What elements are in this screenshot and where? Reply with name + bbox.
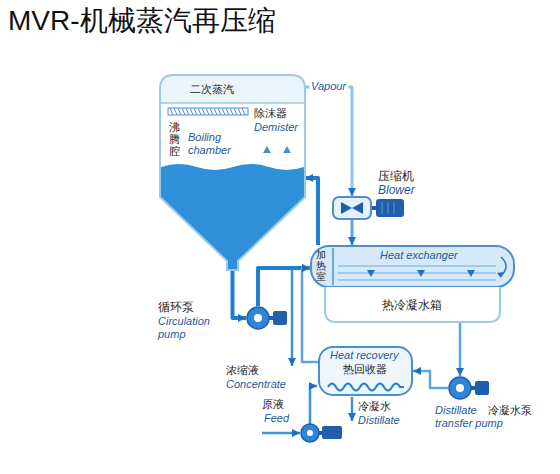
text-slot: 除沫器 bbox=[254, 107, 287, 120]
pipe-connector bbox=[233, 270, 247, 318]
shape-part bbox=[367, 270, 475, 277]
text-slot: 浓缩液 bbox=[226, 364, 259, 377]
text-slot: Distillate bbox=[358, 414, 400, 427]
text-slot: 热回收器 bbox=[343, 363, 387, 376]
node-shape bbox=[332, 196, 372, 220]
shape-part bbox=[382, 202, 394, 214]
pipe-connector bbox=[351, 220, 354, 245]
pump-eye bbox=[307, 430, 313, 436]
text-slot: 原液 bbox=[262, 398, 284, 411]
stream-label: Feed bbox=[264, 412, 289, 425]
shape-part bbox=[332, 248, 334, 285]
pipe-connector bbox=[459, 323, 462, 376]
pump-motor bbox=[322, 426, 342, 439]
shape-part bbox=[338, 266, 496, 280]
concentrate-pipe bbox=[291, 268, 294, 366]
part-label: Heat exchanger bbox=[380, 249, 458, 262]
node-shape bbox=[448, 376, 472, 400]
text-slot: 加热室 bbox=[316, 249, 326, 282]
text-slot: Circulation pump bbox=[158, 315, 228, 341]
shape-part bbox=[311, 246, 514, 287]
shape-part bbox=[341, 202, 363, 214]
shape-part bbox=[449, 377, 471, 399]
shape-part bbox=[497, 272, 503, 278]
heat-recovery-exchanger: Heat recovery热回收器 bbox=[318, 346, 413, 396]
distillate-pipe bbox=[351, 397, 354, 421]
blower: 压缩机Blower bbox=[332, 196, 372, 220]
shape-part bbox=[376, 199, 404, 217]
part-label: 循环泵 bbox=[158, 300, 194, 314]
stream-label: 原液 bbox=[262, 398, 284, 411]
section-label: 二次蒸汽 bbox=[190, 83, 234, 96]
feed-pipe bbox=[262, 432, 300, 435]
text-slot: 二次蒸汽 bbox=[190, 83, 234, 96]
part-label: 热回收器 bbox=[343, 363, 387, 376]
shape-part bbox=[160, 75, 305, 270]
shape-part bbox=[333, 197, 371, 219]
shape-part bbox=[160, 102, 305, 104]
stream-label: Concentrate bbox=[226, 378, 286, 391]
part-label: Blower bbox=[378, 183, 415, 197]
flow-label: Vapour bbox=[309, 80, 348, 93]
stream-label: 浓缩液 bbox=[226, 364, 259, 377]
diagram-title: MVR-机械蒸汽再压缩 bbox=[8, 4, 276, 38]
shape-part bbox=[161, 164, 304, 270]
shape-part bbox=[170, 108, 245, 115]
node-shape bbox=[246, 306, 270, 330]
section-label: Boiling chamber bbox=[188, 131, 244, 157]
feed-riser-pipe bbox=[310, 386, 317, 424]
text-slot: Vapour bbox=[309, 80, 348, 93]
text-slot: 压缩机 bbox=[378, 169, 414, 183]
part-label: 压缩机 bbox=[378, 169, 414, 183]
shape-part bbox=[160, 75, 305, 270]
feed-pump-symbol bbox=[301, 424, 319, 442]
pipe-group bbox=[233, 87, 461, 388]
heat-exchanger: 加热室 Heat exchanger 热冷凝水箱 bbox=[310, 245, 515, 323]
shape-part bbox=[475, 381, 489, 395]
shape-part bbox=[263, 146, 291, 153]
shape-part bbox=[273, 311, 287, 325]
section-label: 热冷凝水箱 bbox=[382, 298, 442, 312]
shape-part bbox=[254, 314, 262, 322]
vertical-label: 沸腾腔 bbox=[169, 121, 180, 157]
text-slot: Boiling chamber bbox=[188, 131, 244, 157]
text-slot: Blower bbox=[378, 183, 415, 197]
part-label: Demister bbox=[254, 121, 298, 134]
vertical-label: 加热室 bbox=[316, 249, 326, 282]
shape-part bbox=[168, 108, 248, 115]
text-slot: Feed bbox=[264, 412, 289, 425]
shape-part bbox=[319, 347, 412, 395]
shape-part bbox=[328, 384, 404, 391]
part-label: Circulation pump bbox=[158, 315, 228, 341]
part-label: 除沫器 bbox=[254, 107, 287, 120]
shape-part bbox=[325, 287, 500, 322]
pipe-connector bbox=[413, 371, 448, 388]
text-slot: Heat exchanger bbox=[380, 249, 458, 262]
text-slot: Demister bbox=[254, 121, 298, 134]
text-slot: 热冷凝水箱 bbox=[382, 298, 442, 312]
part-label: 冷凝水泵 bbox=[488, 404, 532, 417]
pipe-connector bbox=[305, 178, 318, 245]
text-slot: Concentrate bbox=[226, 378, 286, 391]
text-slot: 沸腾腔 bbox=[169, 121, 180, 157]
shape-part bbox=[161, 76, 304, 103]
evaporator-vessel: 二次蒸汽除沫器Demister 沸腾腔 Boiling chamber bbox=[160, 75, 305, 270]
node-shape bbox=[160, 75, 305, 270]
text-slot: 冷凝水泵 bbox=[488, 404, 532, 417]
shape-part bbox=[456, 384, 464, 392]
stream-label: 冷凝水 bbox=[358, 400, 391, 413]
text-slot: 循环泵 bbox=[158, 300, 194, 314]
part-label: Heat recovery bbox=[330, 349, 398, 362]
text-slot: Heat recovery bbox=[330, 349, 398, 362]
stream-label: Distillate bbox=[358, 414, 400, 427]
transfer-pump: Distillate transfer pump冷凝水泵 bbox=[448, 376, 472, 400]
text-slot: 冷凝水 bbox=[358, 400, 391, 413]
shape-part bbox=[247, 307, 269, 329]
text-slot: MVR-机械蒸汽再压缩 bbox=[8, 4, 276, 38]
circulation-pump: 循环泵Circulation pump bbox=[246, 306, 270, 330]
